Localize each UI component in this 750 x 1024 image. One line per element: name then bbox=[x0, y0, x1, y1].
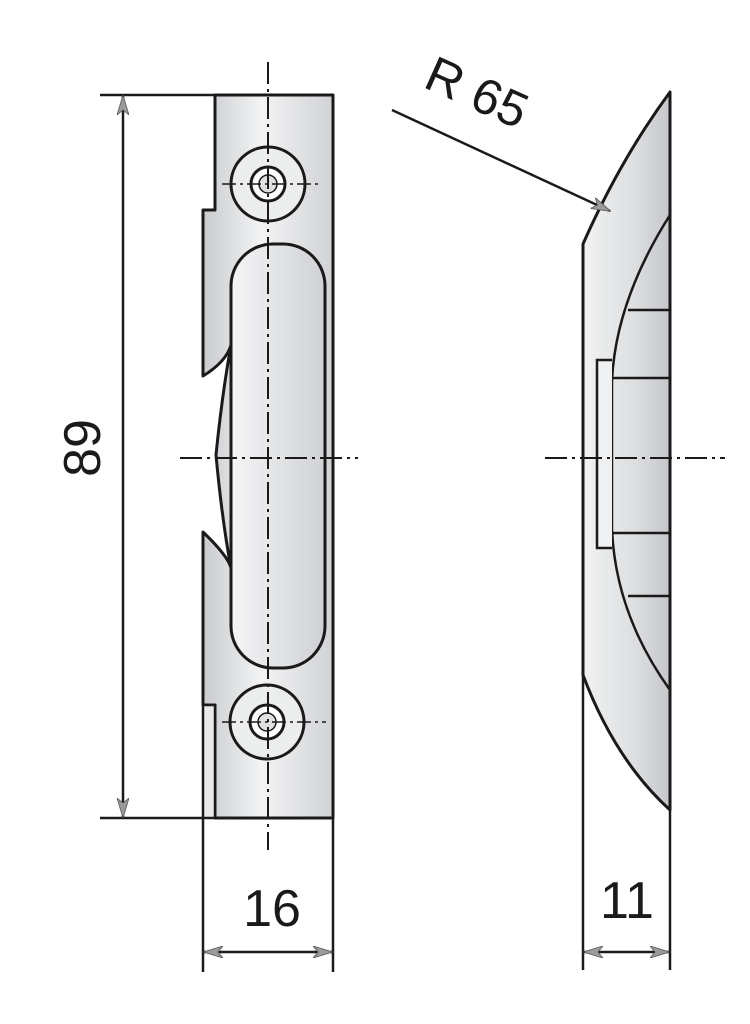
height-dimension: 89 bbox=[54, 93, 215, 820]
radius-leader-line bbox=[391, 108, 610, 213]
flange-strip bbox=[201, 703, 217, 820]
recess-step-upper bbox=[612, 308, 670, 380]
recess-step-lower bbox=[612, 531, 670, 598]
depth-dimension: 11 bbox=[581, 675, 672, 970]
width-label: 16 bbox=[243, 880, 301, 938]
width-dimension: 16 bbox=[201, 818, 335, 972]
strike-plate-side bbox=[581, 90, 672, 812]
side-view bbox=[545, 90, 725, 812]
latch-pocket bbox=[595, 358, 612, 550]
radius-callout: R 65 bbox=[391, 45, 610, 213]
latch-slot bbox=[229, 242, 327, 670]
radius-label: R 65 bbox=[417, 45, 536, 139]
front-view bbox=[180, 62, 358, 850]
height-label: 89 bbox=[54, 419, 112, 477]
depth-label: 11 bbox=[600, 872, 654, 930]
